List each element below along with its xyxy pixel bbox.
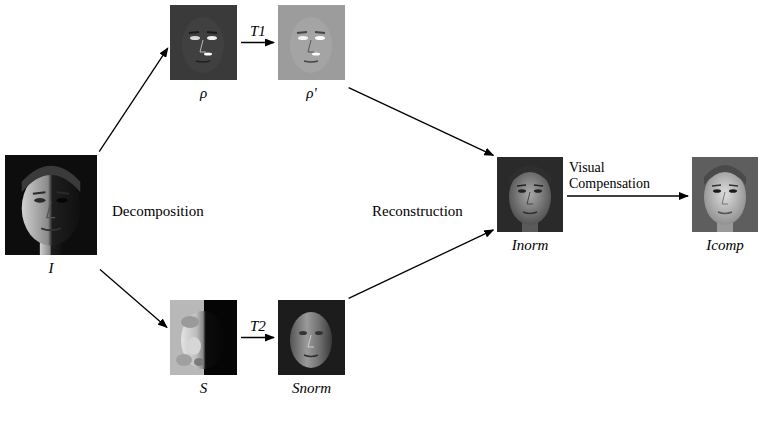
image-node: S [170,300,237,397]
image-node: ρ' [278,5,345,102]
edge-label: Visual Compensation [567,160,689,192]
image-caption: I [5,259,97,277]
image-node: I [5,155,97,277]
stage-label: Decomposition [110,202,206,220]
image-node: ρ [170,5,237,102]
arrow-connector [241,42,274,43]
image-caption: ρ [170,84,237,102]
image-caption: ρ' [278,84,345,102]
face-photo [692,157,758,232]
arrow-connector [567,195,688,196]
shading-image [278,300,345,375]
face-photo [5,155,97,255]
shading-image [170,300,237,375]
image-caption: S [170,379,237,397]
arrow-connector [100,270,167,328]
image-node: Inorm [497,157,563,254]
face-photo [497,157,563,232]
arrow-connector [349,230,494,298]
image-caption: Icomp [692,236,758,254]
edge-label: T1 [248,23,268,39]
image-caption: Inorm [497,236,563,254]
image-node: Snorm [278,300,345,397]
arrow-connector [99,48,168,152]
reflectance-image [170,5,237,80]
stage-label: Reconstruction [370,202,465,220]
image-caption: Snorm [278,379,345,397]
image-node: Icomp [692,157,758,254]
arrow-connector [241,337,274,338]
arrow-connector [349,88,494,156]
reflectance-image [278,5,345,80]
edge-label: T2 [248,318,268,334]
